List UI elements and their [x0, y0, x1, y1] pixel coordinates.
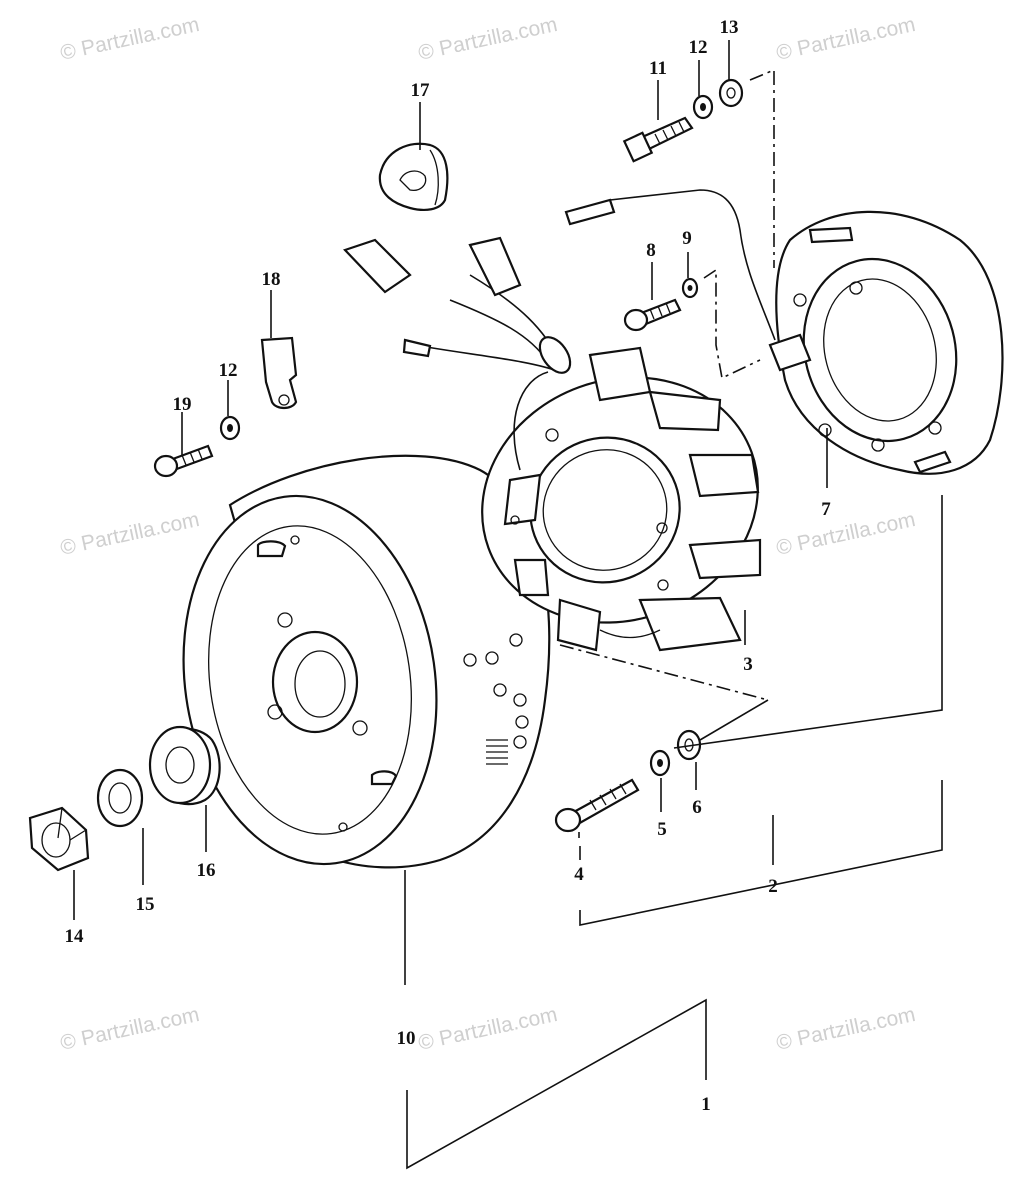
callout-13: 13: [720, 17, 739, 38]
callout-10: 10: [397, 1028, 416, 1049]
watermark-text: © Partzilla.com: [58, 13, 201, 65]
spring-washer-5-part: [649, 749, 671, 777]
nut-14-part: [28, 806, 90, 872]
bracket-18-part: [260, 336, 298, 410]
callout-7: 7: [821, 499, 831, 520]
watermark-text: © Partzilla.com: [774, 508, 917, 560]
watermark-text: © Partzilla.com: [774, 13, 917, 65]
callout-1: 1: [701, 1094, 711, 1115]
callout-numbers: 1 2 3 4 5 6 7 8 9 10 11 12 13 14 15 16 1…: [65, 17, 832, 1115]
screw-11-part: [622, 116, 694, 163]
callout-11: 11: [649, 58, 667, 79]
callout-18: 18: [262, 269, 281, 290]
washer-9-part: [681, 277, 699, 299]
callout-6: 6: [692, 797, 702, 818]
stator-plate-part: [564, 189, 1004, 475]
screw-8-part: [623, 298, 682, 332]
callout-9: 9: [682, 228, 692, 249]
stator-coil-part: [343, 236, 762, 652]
callout-19: 19: [173, 394, 192, 415]
callout-14: 14: [65, 926, 85, 947]
callout-2: 2: [768, 876, 778, 897]
grommet-17-part: [378, 142, 449, 211]
watermark-text: © Partzilla.com: [416, 1003, 559, 1055]
screw-4-part: [554, 778, 640, 833]
spring-washer-12-part: [219, 415, 241, 441]
callout-12: 12: [219, 360, 238, 381]
washer-6-part: [676, 729, 702, 761]
washer-13-part: [718, 78, 744, 108]
callout-8: 8: [646, 240, 656, 261]
callout-16: 16: [197, 860, 216, 881]
callout-5: 5: [657, 819, 667, 840]
spring-washer-12-part: [692, 94, 714, 120]
watermark-text: © Partzilla.com: [416, 13, 559, 65]
watermark-text: © Partzilla.com: [58, 1003, 201, 1055]
callout-3: 3: [743, 654, 753, 675]
flywheel-rotor-part: [182, 454, 551, 869]
callout-17: 17: [411, 80, 431, 101]
lock-washer-15-part: [96, 768, 144, 828]
callout-15: 15: [136, 894, 155, 915]
screw-19-part: [153, 444, 214, 478]
watermark-text: © Partzilla.com: [774, 1003, 917, 1055]
callout-12: 12: [689, 37, 708, 58]
callout-4: 4: [574, 864, 584, 885]
watermark-text: © Partzilla.com: [58, 508, 201, 560]
leader-lines: [73, 40, 943, 1170]
spacer-16-part: [148, 725, 221, 806]
